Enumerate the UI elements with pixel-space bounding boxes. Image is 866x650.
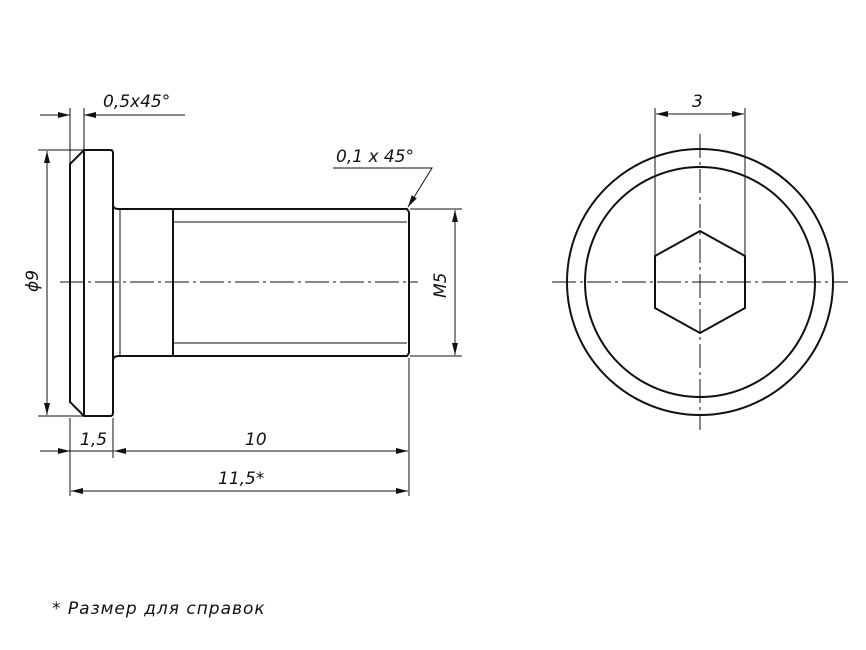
shank-length-label: 10 bbox=[245, 430, 267, 450]
head-chamfer-label: 0,5x45° bbox=[103, 92, 170, 112]
total-length-label: 11,5* bbox=[218, 469, 264, 489]
end-chamfer-label: 0,1 x 45° bbox=[336, 147, 414, 167]
end-chamfer-leader bbox=[333, 167, 433, 208]
end-view: 3 bbox=[552, 92, 848, 430]
thread-label: M5 bbox=[431, 273, 451, 298]
diameter-label: ϕ9 bbox=[23, 270, 43, 292]
side-view: ϕ9 M5 0,5x45° 0,1 x 45° 1,5 10 11,5* bbox=[23, 92, 462, 496]
hex-size-label: 3 bbox=[692, 92, 703, 112]
head-length-label: 1,5 bbox=[80, 430, 107, 450]
screw-head-outline bbox=[69, 149, 114, 417]
footnote: * Размер для справок bbox=[52, 599, 266, 619]
shank-outline bbox=[112, 204, 410, 361]
